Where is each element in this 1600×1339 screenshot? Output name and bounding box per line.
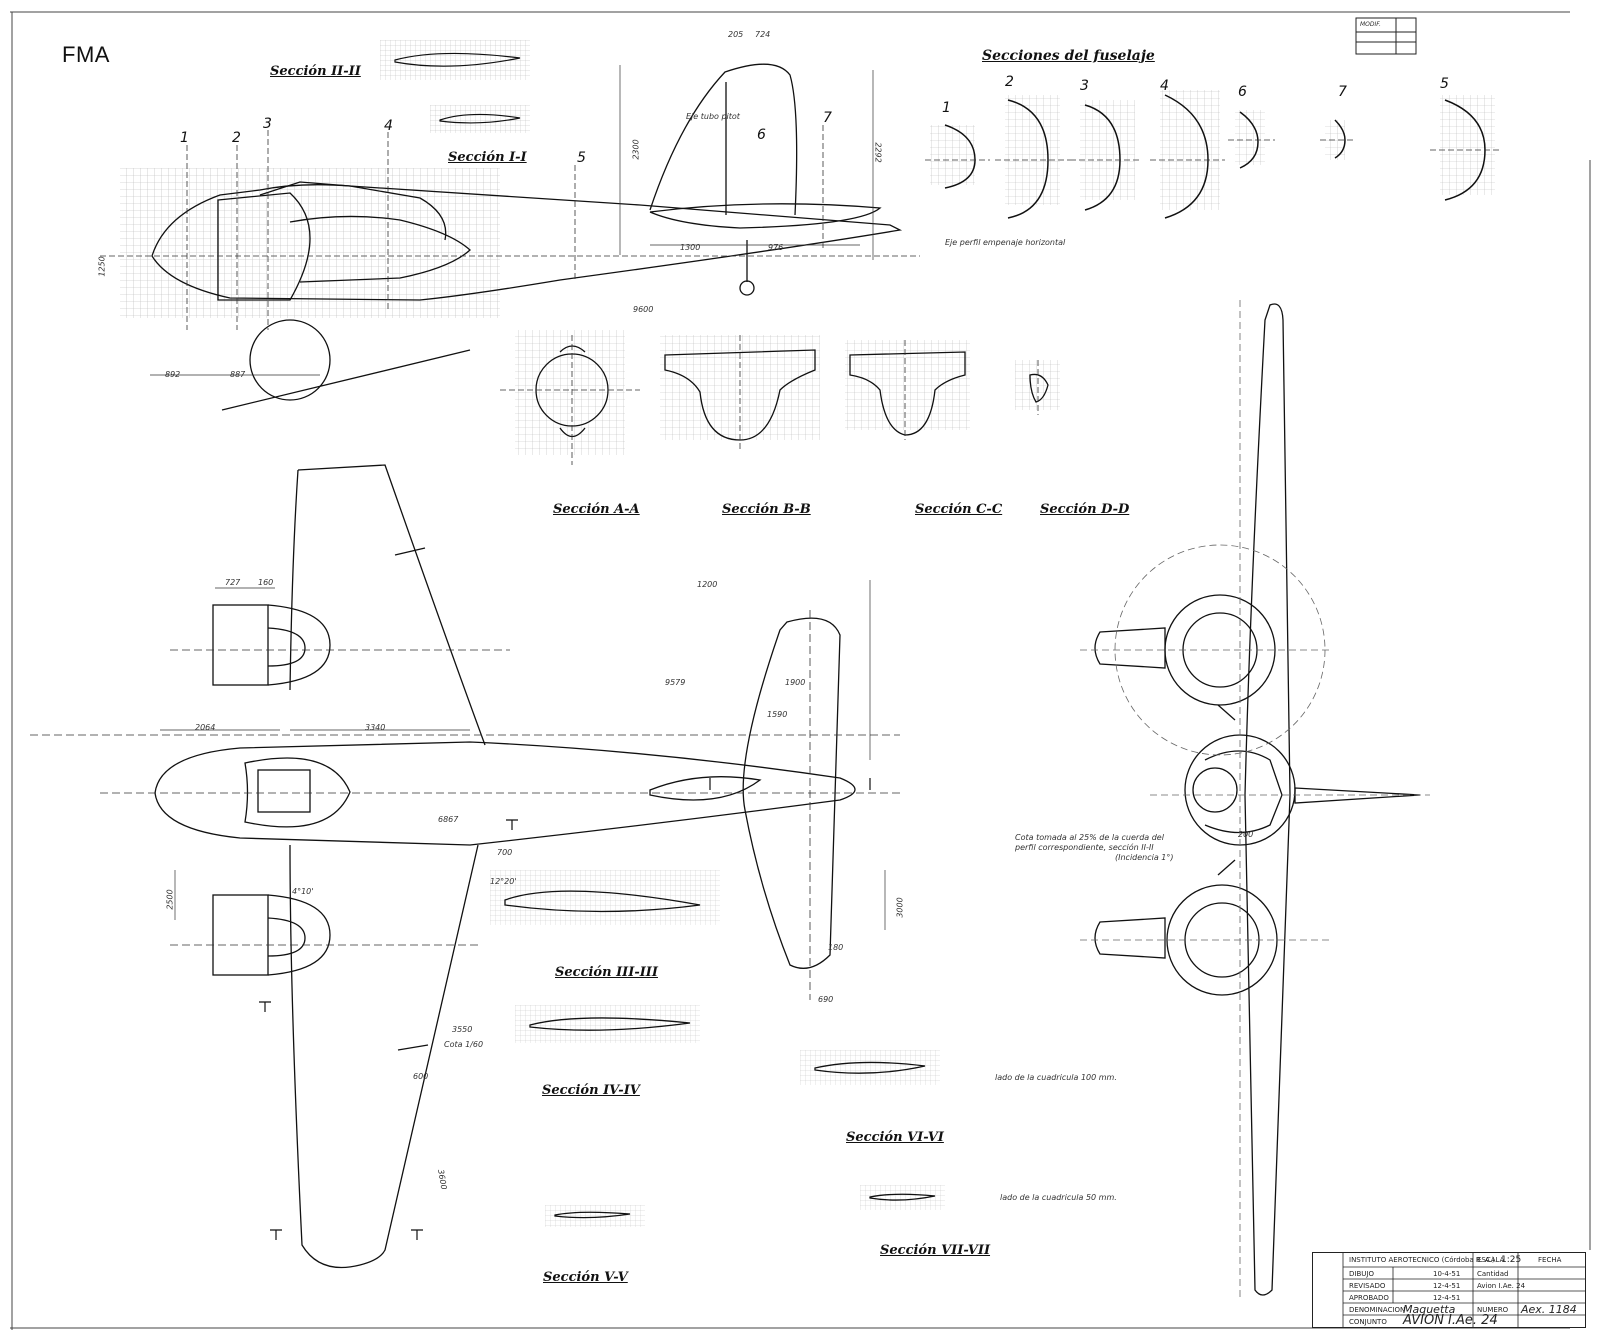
section-iii-label: Sección III-III <box>555 965 658 980</box>
section-bb-label: Sección B-B <box>722 502 811 517</box>
dimension: 12°20' <box>490 877 517 886</box>
front-view <box>1080 300 1430 1300</box>
title-revisado: REVISADO <box>1349 1282 1386 1290</box>
fuselage-section-number: 3 <box>1080 78 1089 94</box>
dimension: 887 <box>230 370 246 379</box>
section-cc-label: Sección C-C <box>915 502 1003 517</box>
dimension: 1300 <box>680 243 701 252</box>
station-number: 2 <box>232 130 241 146</box>
dimension: 9579 <box>665 678 686 687</box>
note-cota-1: Cota tomada al 25% de la cuerda del <box>1015 833 1164 842</box>
station-number: 4 <box>384 118 393 134</box>
section-iv-label: Sección IV-IV <box>542 1083 640 1098</box>
fuselage-section-number: 1 <box>942 100 951 116</box>
note-pitot: Eje tubo pitot <box>686 112 740 121</box>
dimension: 2064 <box>195 723 216 732</box>
plan-view <box>30 464 900 1269</box>
dimension: 724 <box>755 30 771 39</box>
title-institute: INSTITUTO AEROTECNICO (Córdoba R. A.) <box>1349 1256 1495 1264</box>
title-conjunto: AVION I.Ae. 24 <box>1403 1313 1498 1328</box>
dimension: 6867 <box>438 815 459 824</box>
title-cantidad: Cantidad <box>1477 1270 1509 1278</box>
title-aprobado: APROBADO <box>1349 1294 1389 1302</box>
fuselage-sections <box>925 90 1500 219</box>
title-escala-label: ESCALA <box>1477 1256 1505 1264</box>
title-escala: 1:25 <box>1501 1255 1522 1265</box>
dimension: 3340 <box>365 723 386 732</box>
title-date-1: 10-4-51 <box>1433 1270 1461 1278</box>
side-view <box>100 63 920 411</box>
fma-logo: FMA <box>62 42 110 67</box>
dimension: 2292 <box>873 142 883 163</box>
title-dibujo: DIBUJO <box>1349 1270 1374 1278</box>
dimension: 1900 <box>785 678 806 687</box>
corner-mod-label: MODIF. <box>1360 21 1381 28</box>
title-denominacion: Maquetta <box>1403 1303 1456 1316</box>
dimension: 205 <box>728 30 744 39</box>
note-cota-2: perfil correspondiente, sección II-II <box>1015 843 1154 852</box>
station-number: 5 <box>577 150 586 166</box>
dimension: 160 <box>258 578 274 587</box>
section-aa-label: Sección A-A <box>553 502 640 517</box>
dimension: 200 <box>1238 830 1254 839</box>
section-vii-label: Sección VII-VII <box>880 1243 991 1258</box>
title-block: INSTITUTO AEROTECNICO (Córdoba R. A.) ES… <box>1312 1252 1586 1328</box>
dimension: 600 <box>413 1072 429 1081</box>
note-grid-50: lado de la cuadricula 50 mm. <box>1000 1193 1117 1202</box>
title-denominacion-label: DENOMINACION <box>1349 1306 1406 1314</box>
dimension: 1200 <box>697 580 718 589</box>
fuselage-section-number: 6 <box>1238 84 1247 100</box>
airfoil-sections-bottom <box>490 870 945 1227</box>
note-cota-3: (Incidencia 1°) <box>1115 853 1174 862</box>
fuselage-section-number: 5 <box>1440 76 1449 92</box>
dimension: 892 <box>165 370 181 379</box>
sheet-border <box>10 11 1591 1330</box>
fuselage-section-number: 2 <box>1005 74 1014 90</box>
fuselage-sections-label: Secciones del fuselaje <box>982 48 1155 64</box>
note-horizontal: Eje perfil empenaje horizontal <box>945 238 1066 247</box>
title-fecha-label: FECHA <box>1538 1256 1562 1264</box>
dimension: 180 <box>828 943 844 952</box>
note-grid-100: lado de la cuadricula 100 mm. <box>995 1073 1117 1082</box>
dimension: 690 <box>818 995 834 1004</box>
title-conjunto-label: CONJUNTO <box>1349 1318 1387 1326</box>
section-markers <box>259 778 871 1240</box>
station-number: 1 <box>180 130 189 146</box>
fuselage-section-number: 7 <box>1338 84 1347 100</box>
fuselage-section-number: 4 <box>1160 78 1169 94</box>
dimension: 976 <box>768 243 784 252</box>
dimension: 4°10' <box>292 887 314 896</box>
title-block-lines <box>1342 1253 1585 1327</box>
title-date-2: 12-4-51 <box>1433 1282 1461 1290</box>
dimension: 1590 <box>767 710 788 719</box>
title-date-3: 12-4-51 <box>1433 1294 1461 1302</box>
airfoil-sections-top <box>380 40 530 133</box>
dimension: Cota 1/60 <box>444 1040 484 1049</box>
station-number: 3 <box>263 116 272 132</box>
dimension: 3550 <box>452 1025 473 1034</box>
section-v-label: Sección V-V <box>543 1270 628 1285</box>
dimension: 9600 <box>633 305 654 314</box>
dimension: 3000 <box>895 897 905 918</box>
dimension: 700 <box>497 848 513 857</box>
section-i-label: Sección I-I <box>448 150 527 165</box>
corner-revision-box <box>1355 17 1417 55</box>
dimension: 1250 <box>97 256 107 277</box>
station-number: 6 <box>757 127 766 143</box>
section-dd-label: Sección D-D <box>1040 502 1130 517</box>
dimension: 2300 <box>631 139 641 160</box>
section-vi-label: Sección VI-VI <box>846 1130 944 1145</box>
title-numero: Aex. 1184 <box>1521 1303 1577 1316</box>
dimension: 727 <box>225 578 241 587</box>
title-sub: Avion I.Ae. 24 <box>1477 1282 1526 1290</box>
sections-abcd <box>500 330 1060 465</box>
section-ii-label: Sección II-II <box>270 64 361 79</box>
station-number: 7 <box>823 110 832 126</box>
dimension: 2500 <box>165 889 175 910</box>
title-numero-label: NUMERO <box>1477 1306 1509 1314</box>
